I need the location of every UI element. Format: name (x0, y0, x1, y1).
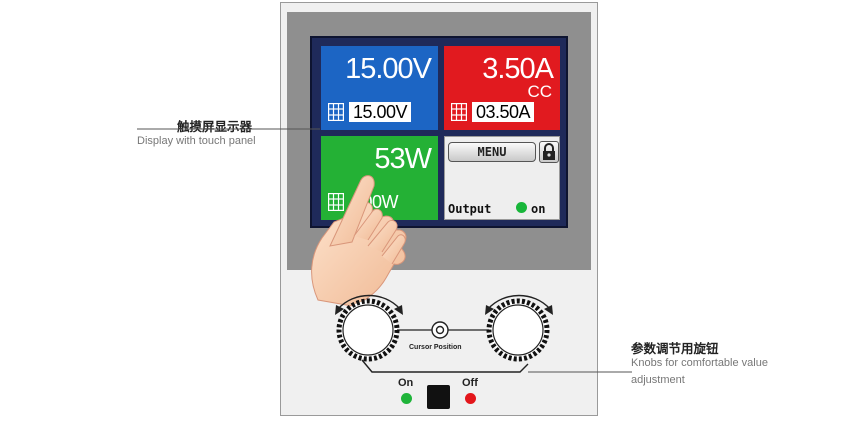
knobs-annotation-en-line2: adjustment (631, 374, 685, 386)
on-led (401, 393, 412, 404)
power-actual-value: 53W (374, 143, 432, 175)
right-rotary-knob[interactable] (486, 298, 550, 362)
knobs-annotation-en-line1: Knobs for comfortable value (631, 357, 768, 369)
menu-button[interactable]: MENU (448, 142, 536, 162)
voltage-actual-value: 15.00V (345, 53, 432, 85)
display-annotation-en: Display with touch panel (137, 135, 256, 147)
current-actual-value: 3.50A (482, 53, 554, 85)
lock-button[interactable] (539, 141, 559, 163)
knobs-annotation-cn: 参数调节用旋钮 (631, 341, 719, 356)
keypad-icon[interactable] (451, 103, 467, 121)
current-set-value[interactable]: 03.50A (472, 102, 535, 122)
output-status-indicator (516, 202, 527, 213)
voltage-panel[interactable]: 15.00V 15.00V (321, 46, 438, 130)
keypad-icon[interactable] (328, 193, 344, 211)
hand-illustration (311, 175, 407, 307)
output-label: Output (448, 202, 492, 216)
touch-display[interactable]: 15.00V 15.00V 3.50A CC 03.50A 53W (310, 36, 568, 228)
voltage-set-value[interactable]: 15.00V (349, 102, 412, 122)
keypad-icon[interactable] (328, 103, 344, 121)
power-switch[interactable] (427, 385, 450, 409)
current-panel[interactable]: 3.50A CC 03.50A (444, 46, 560, 130)
output-state[interactable]: on (531, 202, 546, 216)
regulation-mode: CC (527, 82, 552, 101)
lock-icon (543, 143, 555, 160)
knob-controls (335, 294, 553, 362)
cursor-position-label: Cursor Position (409, 344, 462, 351)
power-panel[interactable]: 53W 100W (321, 136, 438, 220)
left-rotary-knob[interactable] (336, 298, 400, 362)
switch-off-label: Off (462, 377, 478, 389)
status-panel: MENU Output on (444, 136, 560, 220)
switch-on-label: On (398, 377, 414, 389)
display-annotation-cn: 触摸屏显示器 (177, 119, 253, 134)
off-led (465, 393, 476, 404)
